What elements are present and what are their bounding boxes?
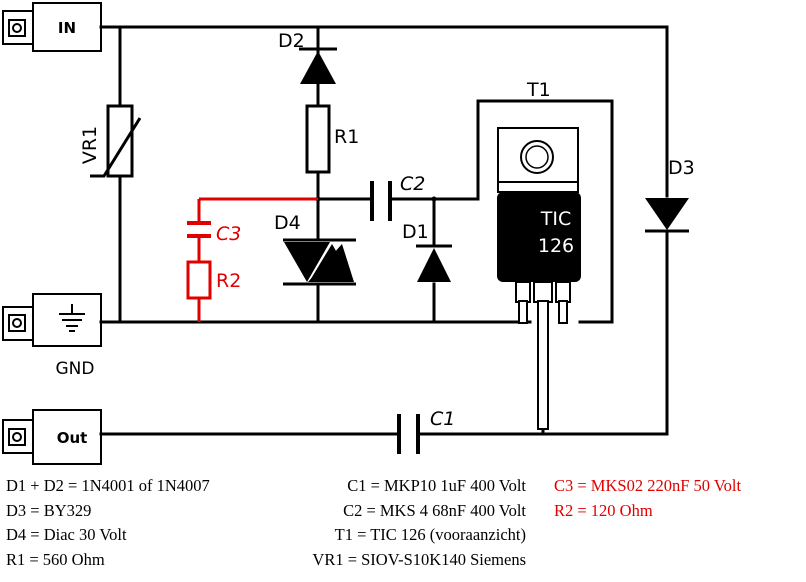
c3-label: C3 <box>216 223 241 245</box>
vr1-label: VR1 <box>79 126 101 164</box>
d2-diode <box>299 47 337 84</box>
d4-label: D4 <box>274 212 301 234</box>
legend-column-2: C1 = MKP10 1uF 400 Volt C2 = MKS 4 68nF … <box>264 474 526 572</box>
legend-item: C3 = MKS02 220nF 50 Volt <box>554 476 742 495</box>
c1-capacitor <box>397 414 420 454</box>
d1-label: D1 <box>402 221 429 243</box>
r2-label: R2 <box>216 270 241 292</box>
wires <box>99 25 669 436</box>
d3-diode <box>645 198 689 233</box>
legend-item: T1 = TIC 126 (vooraanzicht) <box>334 525 526 544</box>
terminal-out-label: Out <box>57 429 88 447</box>
r1-resistor <box>305 104 331 174</box>
terminal-in: IN <box>2 2 102 52</box>
t1-package-line1: TIC <box>540 208 571 230</box>
d2-label: D2 <box>278 30 305 52</box>
d4-diac <box>283 238 356 286</box>
vr1-varistor <box>90 104 142 178</box>
t1-thyristor-package: TIC 126 <box>497 127 581 434</box>
legend-item: D4 = Diac 30 Volt <box>6 525 127 544</box>
legend-item: D3 = BY329 <box>6 500 92 520</box>
d1-diode <box>416 244 452 282</box>
terminal-in-label: IN <box>58 19 76 37</box>
legend-column-3: C3 = MKS02 220nF 50 Volt R2 = 120 Ohm <box>554 474 741 523</box>
legend-item: C2 = MKS 4 68nF 400 Volt <box>343 500 526 520</box>
terminal-out: Out <box>2 409 102 465</box>
terminal-gnd-label: GND <box>56 359 95 379</box>
t1-label: T1 <box>526 79 551 101</box>
legend-item: R1 = 560 Ohm <box>6 549 105 569</box>
circuit-schematic: IN GND Out <box>2 2 695 465</box>
c3-capacitor <box>187 221 211 238</box>
legend-item: D1 + D2 = 1N4001 of 1N4007 <box>6 476 210 495</box>
c2-capacitor <box>370 181 392 221</box>
c2-label: C2 <box>400 173 425 195</box>
t1-package-line2: 126 <box>538 235 574 257</box>
legend-item: VR1 = SIOV-S10K140 Siemens <box>312 549 526 569</box>
r1-label: R1 <box>334 126 359 148</box>
ground-icon <box>59 304 85 332</box>
legend-item: C1 = MKP10 1uF 400 Volt <box>347 476 526 495</box>
legend-column-1: D1 + D2 = 1N4001 of 1N4007 D3 = BY329 D4… <box>6 474 210 572</box>
snubber-network <box>186 197 318 322</box>
r2-resistor <box>186 260 212 300</box>
c1-label: C1 <box>430 408 455 430</box>
terminal-gnd: GND <box>2 293 102 379</box>
d3-label: D3 <box>668 157 695 179</box>
legend-item: R2 = 120 Ohm <box>554 500 653 520</box>
